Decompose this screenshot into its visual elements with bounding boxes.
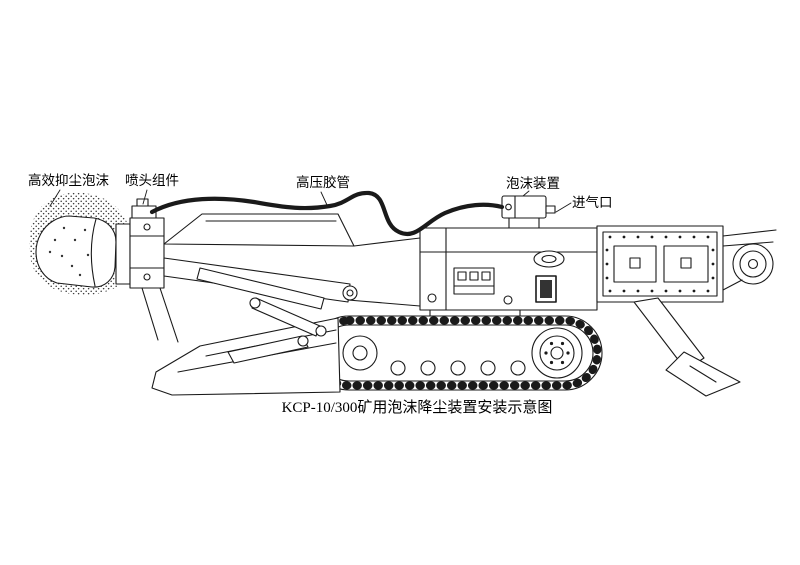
diagram-caption: KCP-10/300矿用泡沫降尘装置安装示意图: [282, 398, 553, 416]
label-nozzle: 喷头组件: [125, 173, 179, 188]
label-foam: 高效抑尘泡沫: [28, 172, 109, 188]
leader-nozzle: [142, 189, 148, 205]
rear-wheel: [722, 229, 777, 291]
leader-air-inlet: [555, 202, 572, 213]
label-foam-device: 泡沫装置: [506, 176, 560, 191]
rear-stabilizer: [633, 297, 741, 397]
label-air-inlet: 进气口: [572, 195, 613, 210]
leader-hose: [320, 191, 328, 206]
foam-device: [501, 195, 556, 229]
leader-lines: [49, 189, 572, 213]
cutter-picks: [48, 226, 90, 277]
air-inlet-fitting: [545, 205, 556, 214]
crawler-track: [311, 309, 603, 391]
label-hose: 高压胶管: [296, 174, 350, 190]
sprocket-bolts: [544, 341, 570, 365]
cutting-head: [35, 215, 117, 288]
foam-device-box: [501, 195, 547, 219]
electrical-cabinet: [596, 225, 724, 303]
machine-body: [419, 227, 598, 311]
loading-apron: [151, 297, 341, 396]
cutter-boom: [141, 213, 421, 343]
leader-foam: [49, 189, 61, 207]
leader-foam-device: [522, 190, 530, 197]
cutter-head-mount: [115, 217, 165, 289]
high-pressure-hose: [149, 190, 505, 236]
cabinet-bolts: [605, 235, 715, 293]
